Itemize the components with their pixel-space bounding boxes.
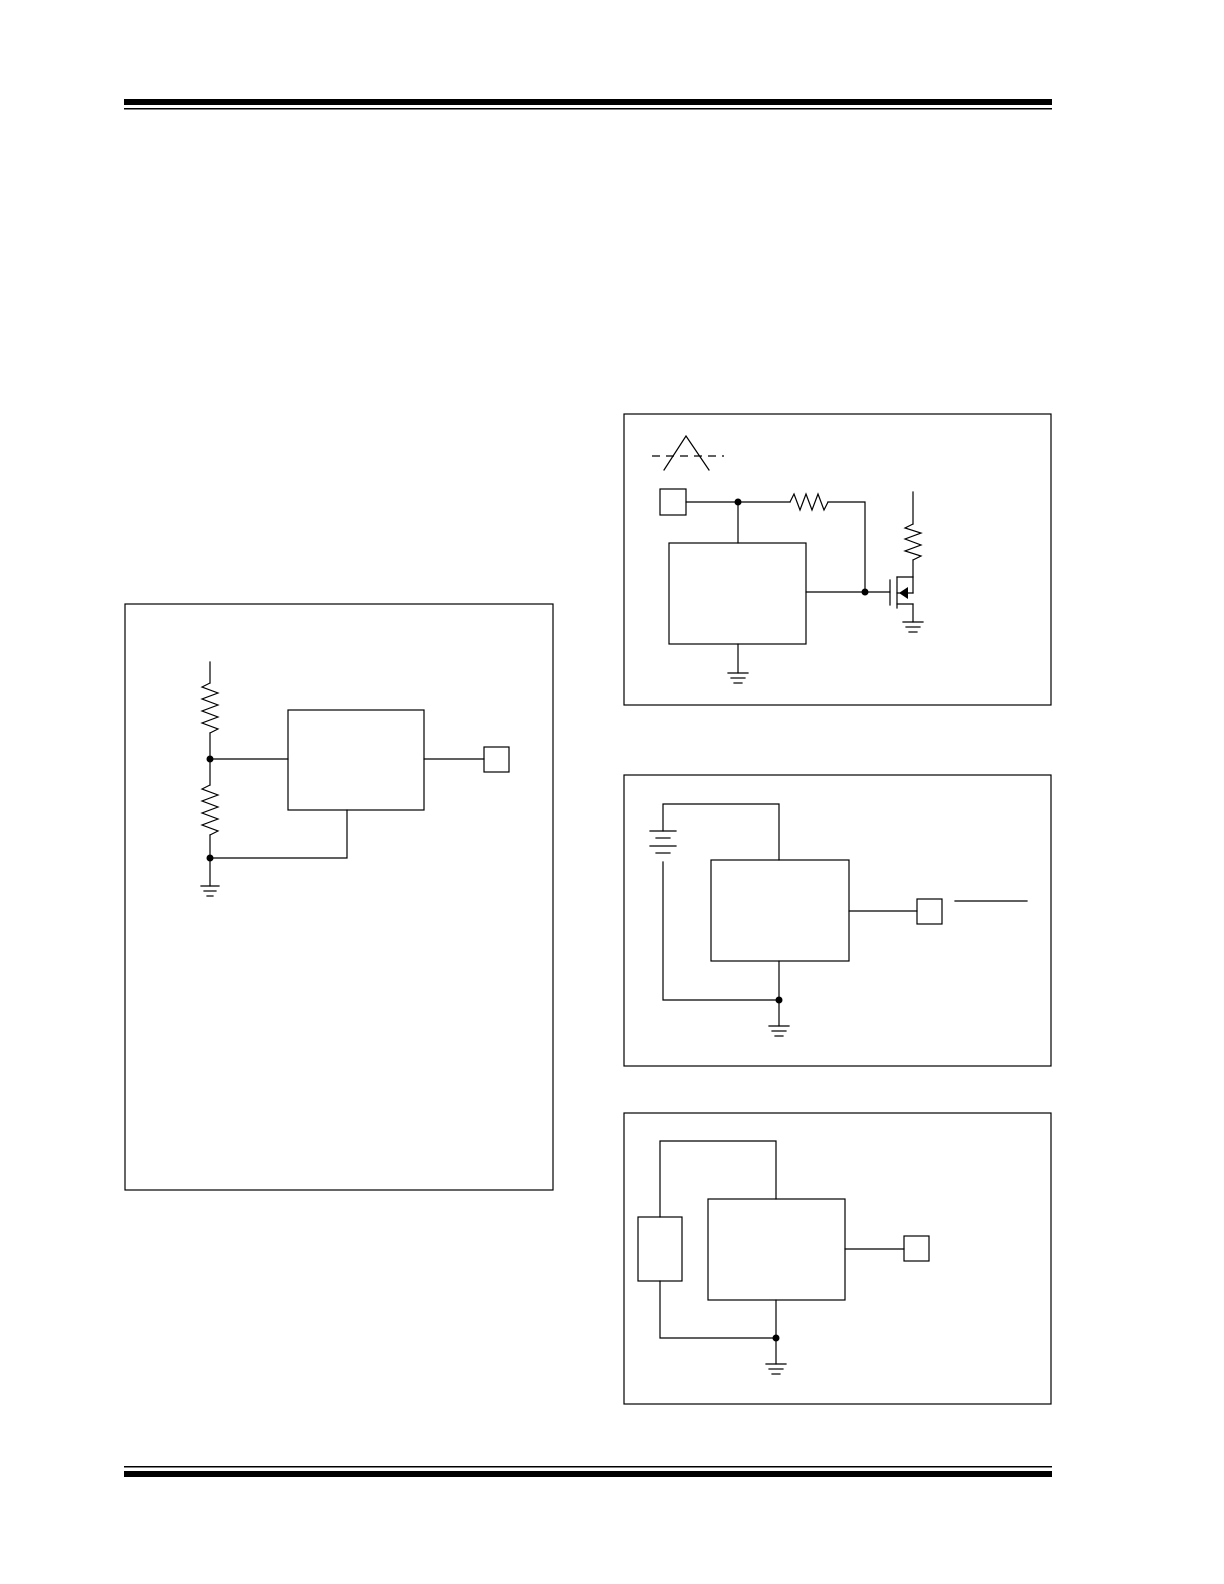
battery-icon xyxy=(649,830,677,854)
ic-block xyxy=(668,542,807,645)
source-block xyxy=(637,1216,683,1282)
junction-dot-icon xyxy=(772,1334,780,1342)
figure-frame xyxy=(623,774,1052,1067)
figure-mosfet-output xyxy=(623,413,1052,706)
resistor-icon xyxy=(789,492,829,512)
footer-rule xyxy=(124,1466,1052,1477)
resistor-icon xyxy=(200,682,220,734)
figure-frame xyxy=(623,413,1052,706)
output-terminal xyxy=(916,898,943,925)
figure-battery-monitor xyxy=(623,774,1052,1067)
figure-frame xyxy=(623,1112,1052,1405)
junction-dot-icon xyxy=(775,996,783,1004)
input-terminal xyxy=(659,488,687,516)
threshold-hysteresis-icon xyxy=(652,434,724,471)
output-terminal xyxy=(483,746,510,773)
ic-block xyxy=(707,1198,846,1301)
ground-icon xyxy=(727,672,749,684)
ground-icon xyxy=(765,1363,787,1375)
ground-icon xyxy=(768,1025,790,1037)
output-terminal xyxy=(903,1235,930,1262)
ground-icon xyxy=(200,885,220,897)
ic-block xyxy=(287,709,425,811)
figure-voltage-divider xyxy=(124,603,554,1191)
figure-frame xyxy=(124,603,554,1191)
junction-dot-icon xyxy=(861,588,869,596)
header-rule xyxy=(124,99,1052,110)
mosfet-icon xyxy=(889,576,914,609)
figure-external-source xyxy=(623,1112,1052,1405)
resistor-icon xyxy=(200,784,220,836)
resistor-icon xyxy=(903,523,923,561)
ic-block xyxy=(710,859,850,962)
ground-icon xyxy=(902,621,924,633)
